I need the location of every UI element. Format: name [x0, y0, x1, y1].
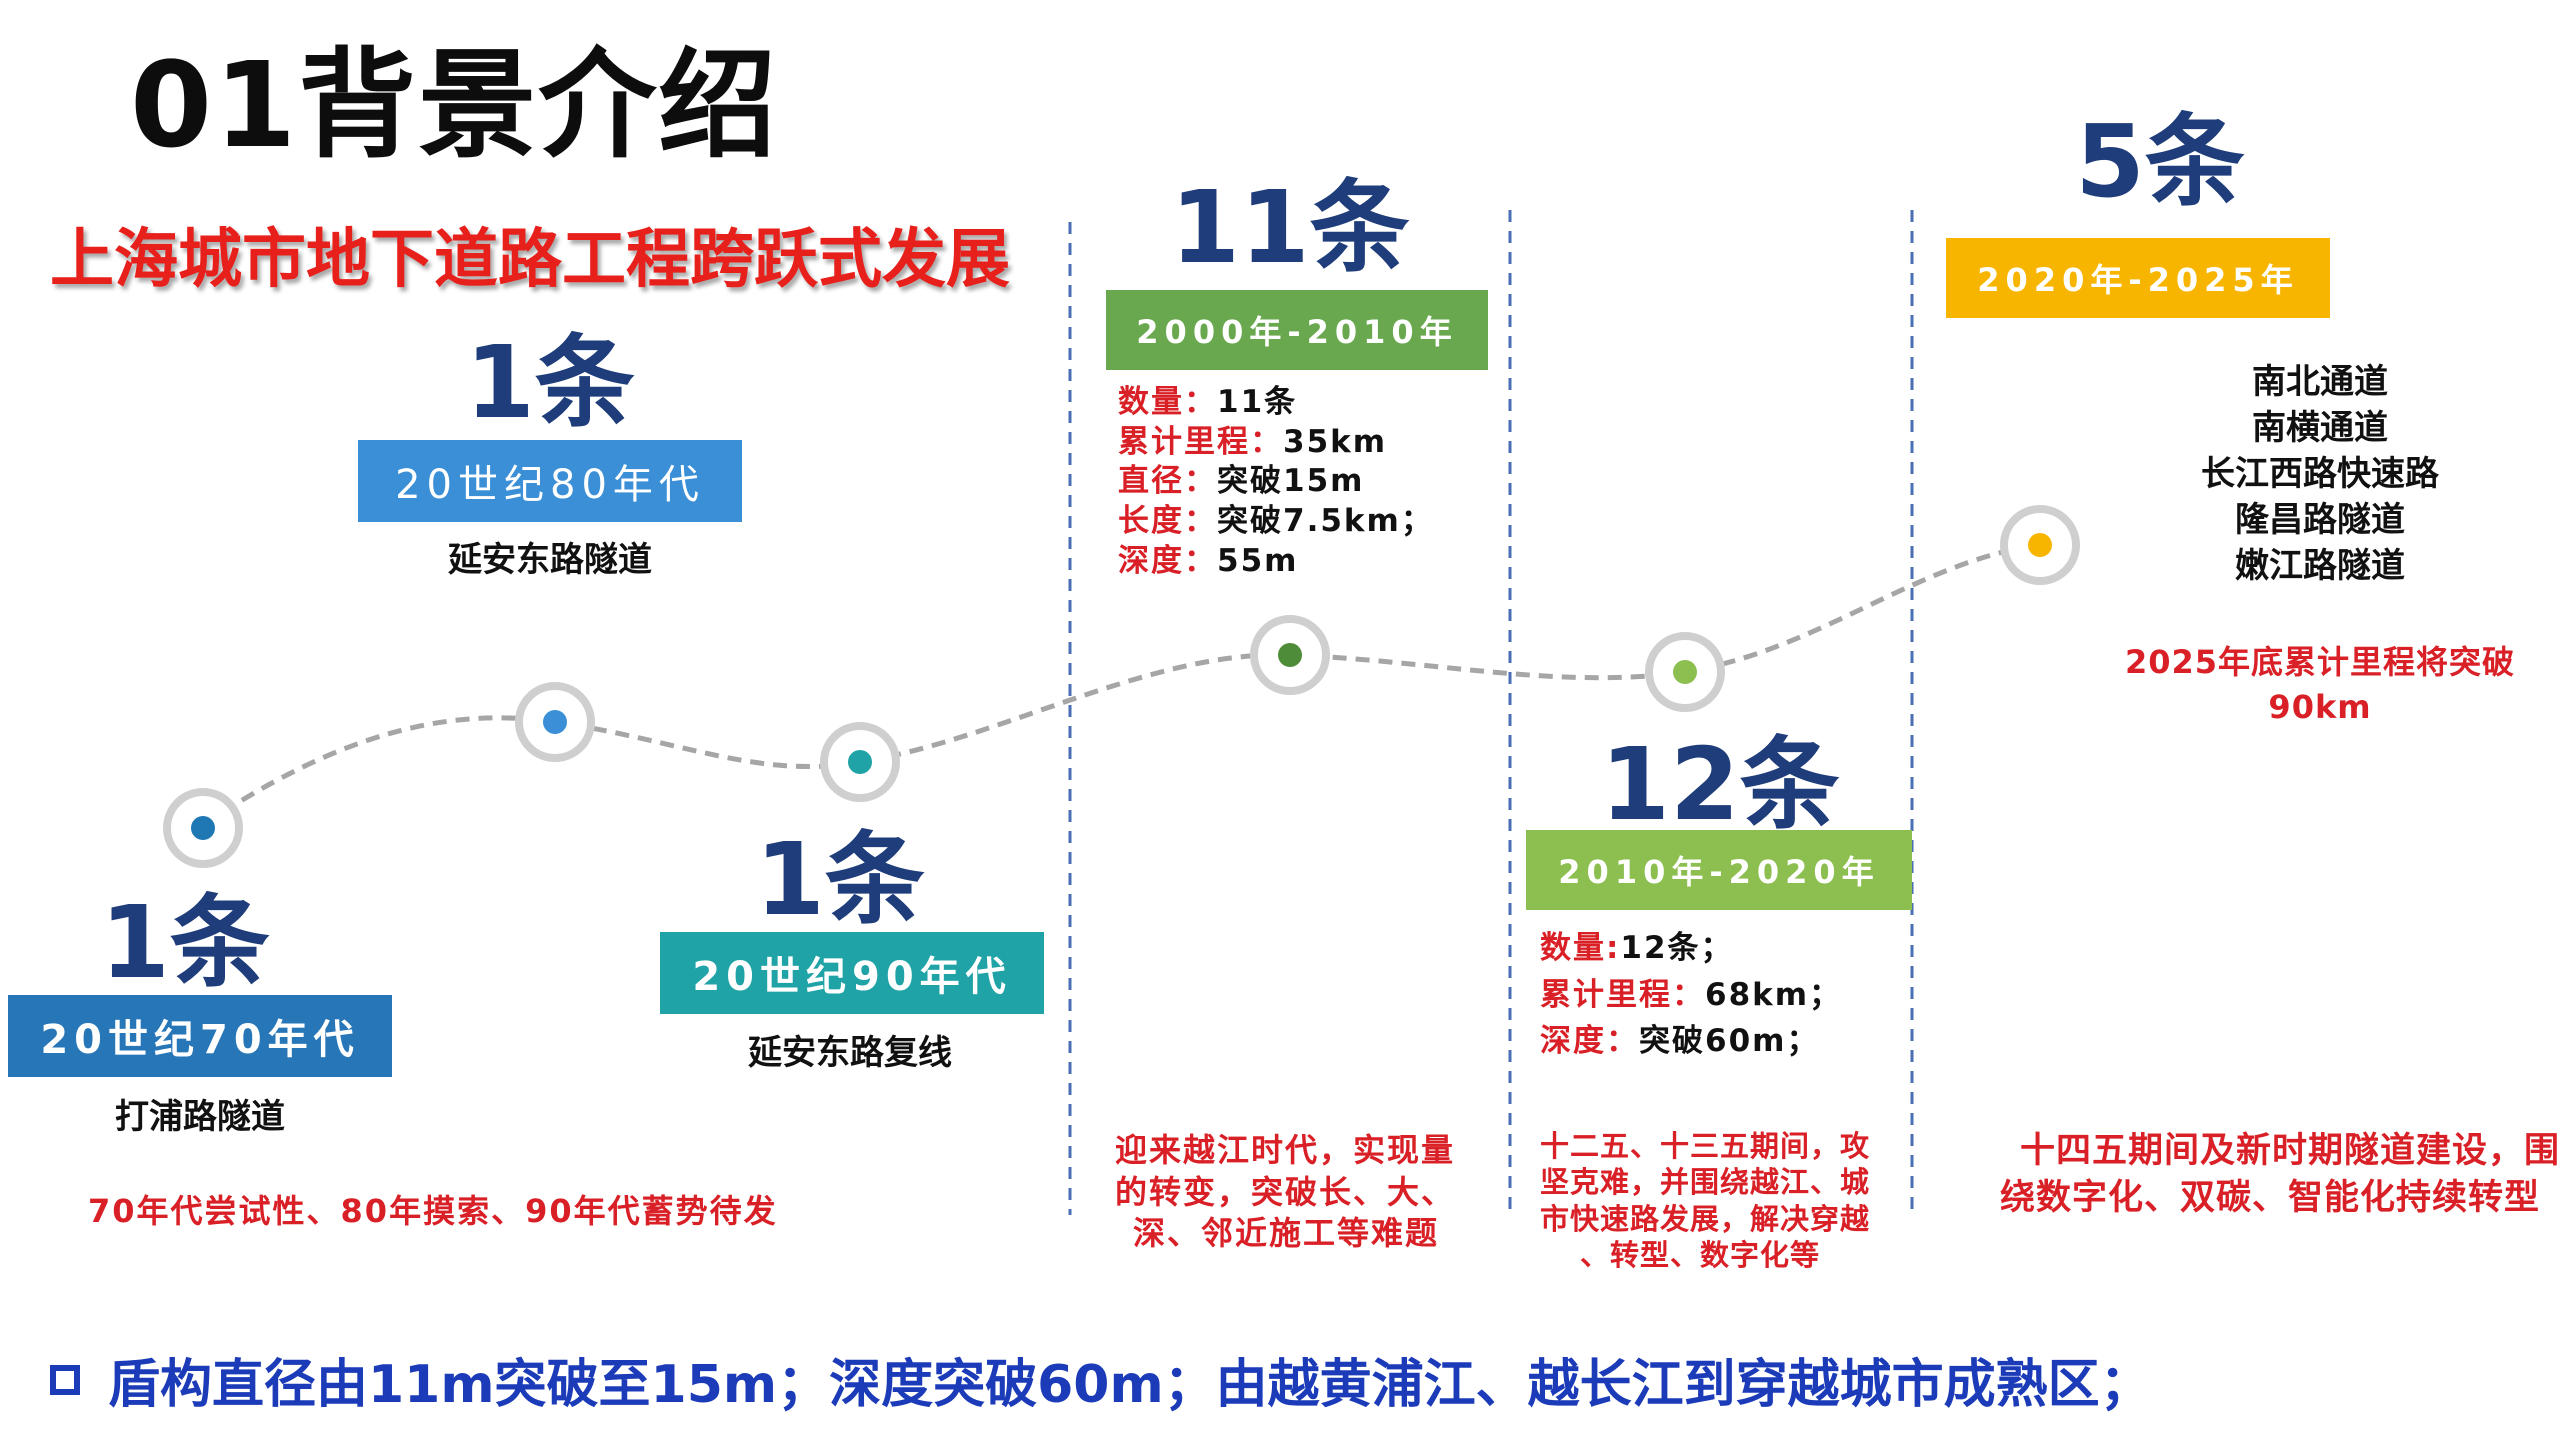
era-label-1990s: 20世纪90年代	[660, 932, 1044, 1014]
detail-value: 突破15m	[1217, 463, 1365, 500]
detail-value: 55m	[1217, 542, 1299, 579]
mileage-forecast-2025: 2025年底累计里程将突破 90km	[2080, 640, 2560, 730]
timeline-node-1980s	[515, 682, 595, 762]
page-title: 01背景介绍	[130, 36, 779, 174]
timeline-curve	[201, 542, 2041, 828]
forecast-line: 2025年底累计里程将突破	[2124, 643, 2516, 681]
count-1990s: 1条	[755, 821, 925, 938]
note-2000s: 迎来越江时代，实现量 的转变，突破长、大、 深、邻近施工等难题	[1115, 1130, 1455, 1255]
note-line: 的转变，突破长、大、	[1115, 1172, 1456, 1211]
count-2000s: 11条	[1170, 169, 1410, 286]
note-line: 绕数字化、双碳、智能化持续转型	[2000, 1178, 2541, 1219]
era-label-1980s: 20世纪80年代	[358, 440, 742, 522]
tunnel-name: 南北通道	[2252, 362, 2388, 402]
detail-key: 深度：	[1118, 542, 1217, 579]
note-line: 十四五期间及新时期隧道建设，围	[2020, 1131, 2560, 1171]
era-label-2010s: 2010年-2020年	[1526, 830, 1912, 910]
era-label-1970s: 20世纪70年代	[8, 995, 392, 1077]
summary-bullet: 盾构直径由11m突破至15m；深度突破60m；由越黄浦江、越长江到穿越城市成熟区…	[50, 1342, 2152, 1417]
detail-key: 数量:	[1540, 930, 1621, 966]
era-label-2020s: 2020年-2025年	[1946, 238, 2330, 318]
early-era-note: 70年代尝试性、80年摸索、90年代蓄势待发	[88, 1192, 778, 1230]
timeline-node-2020s	[2000, 505, 2080, 585]
summary-text: 盾构直径由11m突破至15m；深度突破60m；由越黄浦江、越长江到穿越城市成熟区…	[108, 1355, 2152, 1415]
detail-row: 深度：55m	[1118, 542, 1434, 582]
note-line: 坚克难，并围绕越江、城	[1540, 1165, 1871, 1200]
checkbox-bullet-icon	[50, 1364, 80, 1395]
detail-row: 直径：突破15m	[1118, 462, 1434, 502]
count-1970s: 1条	[100, 884, 270, 1001]
detail-row: 长度：突破7.5km；	[1118, 502, 1434, 542]
note-line: 深、邻近施工等难题	[1133, 1214, 1440, 1253]
timeline-node-1970s	[163, 788, 243, 868]
timeline-node-1990s	[820, 722, 900, 802]
detail-key: 长度：	[1118, 503, 1217, 540]
detail-value: 突破60m；	[1639, 1023, 1820, 1059]
detail-key: 数量：	[1118, 384, 1217, 420]
detail-row: 数量:12条；	[1540, 925, 1842, 972]
detail-row: 累计里程：35km	[1118, 423, 1434, 463]
tunnel-name: 嫩江路隧道	[2235, 545, 2405, 586]
detail-value: 12条；	[1620, 930, 1734, 966]
detail-key: 直径：	[1118, 463, 1217, 500]
tunnel-name-1970s: 打浦路隧道	[115, 1097, 285, 1137]
note-line: 迎来越江时代，实现量	[1115, 1131, 1456, 1169]
tunnel-name-1980s: 延安东路隧道	[448, 540, 652, 580]
page-subtitle: 上海城市地下道路工程跨跃式发展	[50, 223, 1010, 297]
detail-value: 突破7.5km；	[1217, 503, 1434, 540]
timeline-node-2000s	[1250, 615, 1330, 695]
detail-key: 累计里程：	[1118, 423, 1283, 460]
count-2020s: 5条	[2075, 103, 2245, 220]
tunnel-name-1990s: 延安东路复线	[748, 1033, 952, 1073]
tunnel-name: 长江西路快速路	[2201, 453, 2439, 494]
note-line: 、转型、数字化等	[1580, 1237, 1821, 1272]
tunnel-list-2020s: 南北通道 南横通道 长江西路快速路 隆昌路隧道 嫩江路隧道	[2120, 360, 2520, 589]
detail-value: 68km；	[1705, 976, 1843, 1013]
count-2010s: 12条	[1600, 726, 1840, 843]
detail-value: 11条	[1217, 384, 1298, 420]
details-2000s: 数量：11条 累计里程：35km 直径：突破15m 长度：突破7.5km； 深度…	[1118, 383, 1434, 581]
count-1980s: 1条	[465, 324, 635, 441]
note-2010s: 十二五、十三五期间，攻 坚克难，并围绕越江、城 市快速路发展，解决穿越 、转型、…	[1540, 1128, 1870, 1273]
tunnel-name: 南横通道	[2252, 407, 2388, 448]
note-2020s: 十四五期间及新时期隧道建设，围 绕数字化、双碳、智能化持续转型	[2000, 1128, 2560, 1223]
detail-row: 数量：11条	[1118, 383, 1434, 423]
detail-key: 累计里程：	[1540, 976, 1705, 1013]
detail-key: 深度：	[1540, 1023, 1639, 1059]
note-line: 市快速路发展，解决穿越	[1540, 1201, 1871, 1236]
detail-row: 累计里程：68km；	[1540, 972, 1842, 1019]
details-2010s: 数量:12条； 累计里程：68km； 深度：突破60m；	[1540, 925, 1842, 1065]
note-line: 十二五、十三五期间，攻	[1540, 1129, 1871, 1163]
detail-value: 35km	[1283, 423, 1388, 460]
tunnel-name: 隆昌路隧道	[2235, 499, 2405, 540]
era-label-2000s: 2000年-2010年	[1106, 290, 1488, 370]
detail-row: 深度：突破60m；	[1540, 1018, 1842, 1065]
timeline-node-2010s	[1645, 632, 1725, 712]
forecast-line: 90km	[2268, 687, 2372, 726]
